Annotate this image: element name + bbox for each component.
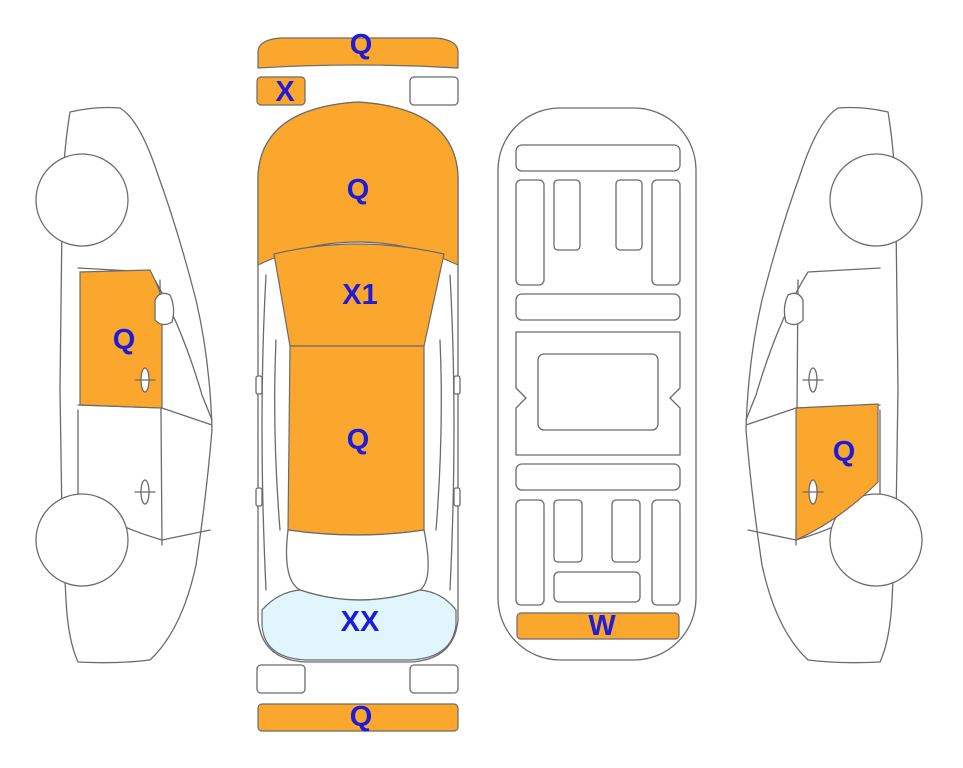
right-front-door-handle — [802, 367, 824, 393]
top-left-side-line — [261, 274, 267, 591]
windshield-damage — [273, 243, 445, 347]
right-rear-door-damage — [795, 403, 879, 541]
front-bumper-label: Q — [350, 29, 373, 61]
rear-bumper-label: Q — [350, 701, 373, 733]
underbody-rear-damage — [516, 612, 680, 640]
rear-window-damage — [261, 589, 457, 661]
top-rear-deck — [285, 529, 429, 601]
left-side-body-outline — [59, 106, 213, 664]
underbody-front-left-rail — [515, 179, 545, 286]
underbody-rear-crossmember — [515, 463, 681, 491]
rear-window-label: XX — [341, 606, 380, 638]
top-right-handle — [453, 487, 461, 507]
top-left-inner-line — [274, 339, 281, 531]
hood-label: Q — [347, 174, 370, 206]
right-side-window-line — [745, 267, 881, 421]
roof-label: Q — [347, 424, 370, 456]
top-right-side-line — [449, 274, 455, 591]
underbody-rear-right-rail — [651, 499, 681, 606]
top-right-inner-line — [435, 339, 442, 531]
underbody-outline — [497, 107, 697, 661]
hood-damage — [257, 101, 459, 266]
car-right-side-view: Q — [745, 106, 923, 664]
windshield-label: X1 — [342, 279, 377, 311]
left-side-rear-wheel — [35, 153, 129, 247]
front-left-headlight-damage — [256, 76, 306, 106]
right-rear-door-handle — [802, 479, 824, 505]
car-underbody-view: W — [497, 107, 697, 661]
underbody-tank — [553, 571, 641, 603]
left-rear-door-handle — [134, 367, 156, 393]
right-side-rear-wheel — [829, 493, 923, 587]
right-side-mirror — [783, 292, 804, 326]
rear-right-taillight — [409, 664, 459, 694]
front-right-headlight — [409, 76, 459, 106]
left-side-beltline — [77, 404, 213, 426]
underbody-rear-right-arm — [611, 499, 641, 563]
left-rear-door-label: Q — [113, 324, 136, 356]
car-left-side-view: Q — [35, 106, 213, 664]
underbody-rear-left-rail — [515, 499, 545, 606]
right-rear-door-label: Q — [833, 436, 856, 468]
right-side-front-wheel — [829, 153, 923, 247]
top-left-mirror — [255, 375, 263, 395]
left-front-door-handle — [134, 479, 156, 505]
front-left-headlight-label: X — [275, 76, 295, 108]
underbody-center-frame — [515, 331, 681, 456]
underbody-center-panel — [537, 353, 659, 431]
rear-bumper-damage — [257, 703, 459, 732]
right-side-body-outline — [745, 106, 899, 664]
underbody-mid-crossmember — [515, 293, 681, 321]
underbody-front-left-arm — [553, 179, 581, 251]
underbody-rear-label: W — [588, 610, 616, 642]
left-side-front-wheel — [35, 493, 129, 587]
underbody-front-crossmember — [515, 144, 681, 172]
front-bumper-damage — [257, 37, 459, 69]
top-left-handle — [255, 487, 263, 507]
left-side-mirror — [154, 292, 175, 326]
rear-left-taillight — [256, 664, 306, 694]
underbody-front-right-arm — [615, 179, 643, 251]
underbody-front-right-rail — [651, 179, 681, 286]
top-right-mirror — [453, 375, 461, 395]
car-top-view: Q X Q X1 Q XX Q — [255, 29, 461, 733]
underbody-rear-left-arm — [553, 499, 583, 563]
